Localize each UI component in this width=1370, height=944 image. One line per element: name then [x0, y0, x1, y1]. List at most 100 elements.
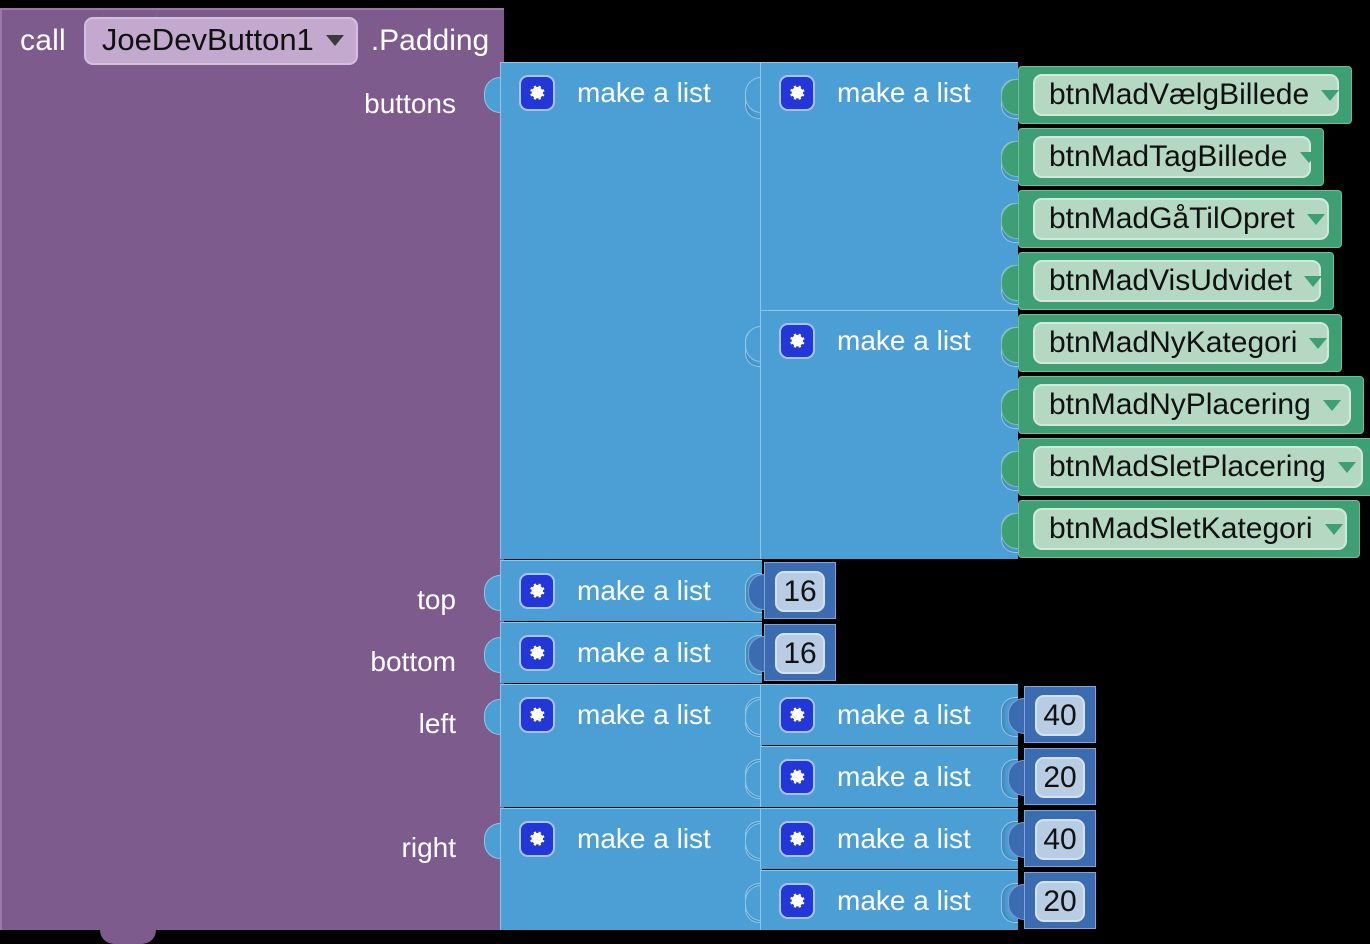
make-a-list-right-inner-1[interactable]: make a list [760, 808, 1018, 869]
make-a-list-left-inner-2[interactable]: make a list [760, 746, 1018, 807]
component-block-btnMadGaaTilOpret[interactable]: btnMadGåTilOpret [1018, 190, 1342, 248]
number-field[interactable]: 20 [1035, 757, 1085, 798]
list-header: make a list [501, 561, 711, 621]
list-header: make a list [501, 685, 711, 745]
gear-icon[interactable] [519, 635, 555, 671]
component-dropdown-field[interactable]: btnMadVælgBillede [1033, 74, 1340, 116]
make-a-list-buttons-group1[interactable]: make a list [760, 62, 1018, 310]
chevron-down-icon[interactable] [1299, 151, 1318, 163]
list-header: make a list [501, 623, 711, 683]
component-block-btnMadTagBillede[interactable]: btnMadTagBillede [1018, 128, 1324, 186]
gear-icon[interactable] [779, 323, 815, 359]
number-field[interactable]: 40 [1035, 819, 1085, 860]
component-dropdown-field[interactable]: btnMadVisUdvidet [1033, 260, 1322, 302]
number-block-bottom[interactable]: 16 [764, 624, 836, 681]
make-a-list-top[interactable]: make a list [500, 560, 762, 621]
component-block-btnMadSletPlacering[interactable]: btnMadSletPlacering [1018, 438, 1370, 496]
gear-icon[interactable] [779, 75, 815, 111]
list-label: make a list [577, 575, 711, 606]
chevron-down-icon[interactable] [1306, 213, 1325, 225]
call-keyword: call [20, 24, 66, 57]
socket-label-left: left [418, 708, 456, 739]
component-dropdown[interactable]: JoeDevButton1 [83, 17, 358, 65]
component-name: btnMadTagBillede [1049, 140, 1288, 173]
make-a-list-left-inner-1[interactable]: make a list [760, 684, 1018, 745]
gear-icon[interactable] [779, 821, 815, 857]
chevron-down-icon[interactable] [1337, 461, 1356, 473]
socket-label-right: right [401, 832, 456, 863]
gear-icon[interactable] [519, 821, 555, 857]
method-name: .Padding [370, 24, 490, 57]
chevron-down-icon[interactable] [1321, 89, 1340, 101]
number-field[interactable]: 20 [1035, 881, 1085, 922]
list-label: make a list [837, 699, 971, 730]
list-label: make a list [837, 325, 971, 356]
socket-label-buttons: buttons [364, 88, 456, 119]
component-dropdown-field[interactable]: btnMadSletPlacering [1033, 446, 1363, 488]
component-dropdown-field[interactable]: btnMadNyKategori [1033, 322, 1329, 364]
make-a-list-right-outer[interactable]: make a list [500, 808, 762, 930]
gear-icon[interactable] [779, 883, 815, 919]
component-block-btnMadNyKategori[interactable]: btnMadNyKategori [1018, 314, 1342, 372]
number-field[interactable]: 40 [1035, 695, 1085, 736]
gear-icon[interactable] [519, 573, 555, 609]
gear-icon[interactable] [519, 697, 555, 733]
chevron-down-icon[interactable] [325, 34, 344, 46]
list-header: make a list [761, 809, 971, 869]
list-header: make a list [501, 809, 711, 869]
component-name: btnMadVælgBillede [1049, 78, 1310, 111]
number-field[interactable]: 16 [775, 633, 825, 674]
make-a-list-bottom[interactable]: make a list [500, 622, 762, 683]
gear-icon[interactable] [519, 75, 555, 111]
socket-label-top: top [417, 584, 456, 615]
gear-icon[interactable] [779, 759, 815, 795]
list-header: make a list [761, 747, 971, 807]
list-header: make a list [761, 871, 971, 931]
component-dropdown-field[interactable]: btnMadNyPlacering [1033, 384, 1351, 426]
component-name: btnMadNyPlacering [1049, 388, 1311, 421]
component-dropdown-field[interactable]: btnMadSletKategori [1033, 508, 1347, 550]
make-a-list-right-inner-2[interactable]: make a list [760, 870, 1018, 930]
component-dropdown-field[interactable]: btnMadGåTilOpret [1033, 198, 1329, 240]
list-label: make a list [577, 77, 711, 108]
list-header: make a list [501, 63, 711, 123]
list-header: make a list [761, 63, 971, 123]
make-a-list-buttons-group2[interactable]: make a list [760, 310, 1018, 559]
make-a-list-left-outer[interactable]: make a list [500, 684, 762, 807]
number-block-left-1[interactable]: 40 [1024, 686, 1096, 743]
chevron-down-icon[interactable] [1324, 523, 1343, 535]
call-header-row: call JoeDevButton1 .Padding [20, 17, 490, 65]
component-name: btnMadVisUdvidet [1049, 264, 1292, 297]
component-block-btnMadSletKategori[interactable]: btnMadSletKategori [1018, 500, 1360, 558]
list-label: make a list [837, 823, 971, 854]
chevron-down-icon[interactable] [1303, 275, 1322, 287]
list-header: make a list [761, 685, 971, 745]
list-label: make a list [837, 761, 971, 792]
call-padding-block[interactable]: call JoeDevButton1 .Padding buttons top … [0, 8, 504, 930]
block-bottom-notch [100, 930, 156, 944]
component-name: btnMadSletPlacering [1049, 450, 1326, 483]
component-name: JoeDevButton1 [101, 22, 314, 57]
component-name: btnMadNyKategori [1049, 326, 1298, 359]
number-block-right-1[interactable]: 40 [1024, 810, 1096, 867]
number-field[interactable]: 16 [775, 571, 825, 612]
number-block-right-2[interactable]: 20 [1024, 872, 1096, 929]
chevron-down-icon[interactable] [1322, 399, 1341, 411]
component-name: btnMadGåTilOpret [1049, 202, 1295, 235]
gear-icon[interactable] [779, 697, 815, 733]
number-block-top[interactable]: 16 [764, 562, 836, 619]
socket-label-bottom: bottom [370, 646, 456, 677]
component-block-btnMadVisUdvidet[interactable]: btnMadVisUdvidet [1018, 252, 1334, 310]
list-label: make a list [837, 885, 971, 916]
make-a-list-buttons-outer[interactable]: make a list [500, 62, 762, 559]
number-block-left-2[interactable]: 20 [1024, 748, 1096, 805]
chevron-down-icon[interactable] [1309, 337, 1328, 349]
component-name: btnMadSletKategori [1049, 512, 1313, 545]
component-block-btnMadNyPlacering[interactable]: btnMadNyPlacering [1018, 376, 1364, 434]
component-dropdown-field[interactable]: btnMadTagBillede [1033, 136, 1318, 178]
list-label: make a list [837, 77, 971, 108]
list-label: make a list [577, 637, 711, 668]
component-block-btnMadVaelgBillede[interactable]: btnMadVælgBillede [1018, 66, 1352, 124]
list-header: make a list [761, 311, 971, 371]
